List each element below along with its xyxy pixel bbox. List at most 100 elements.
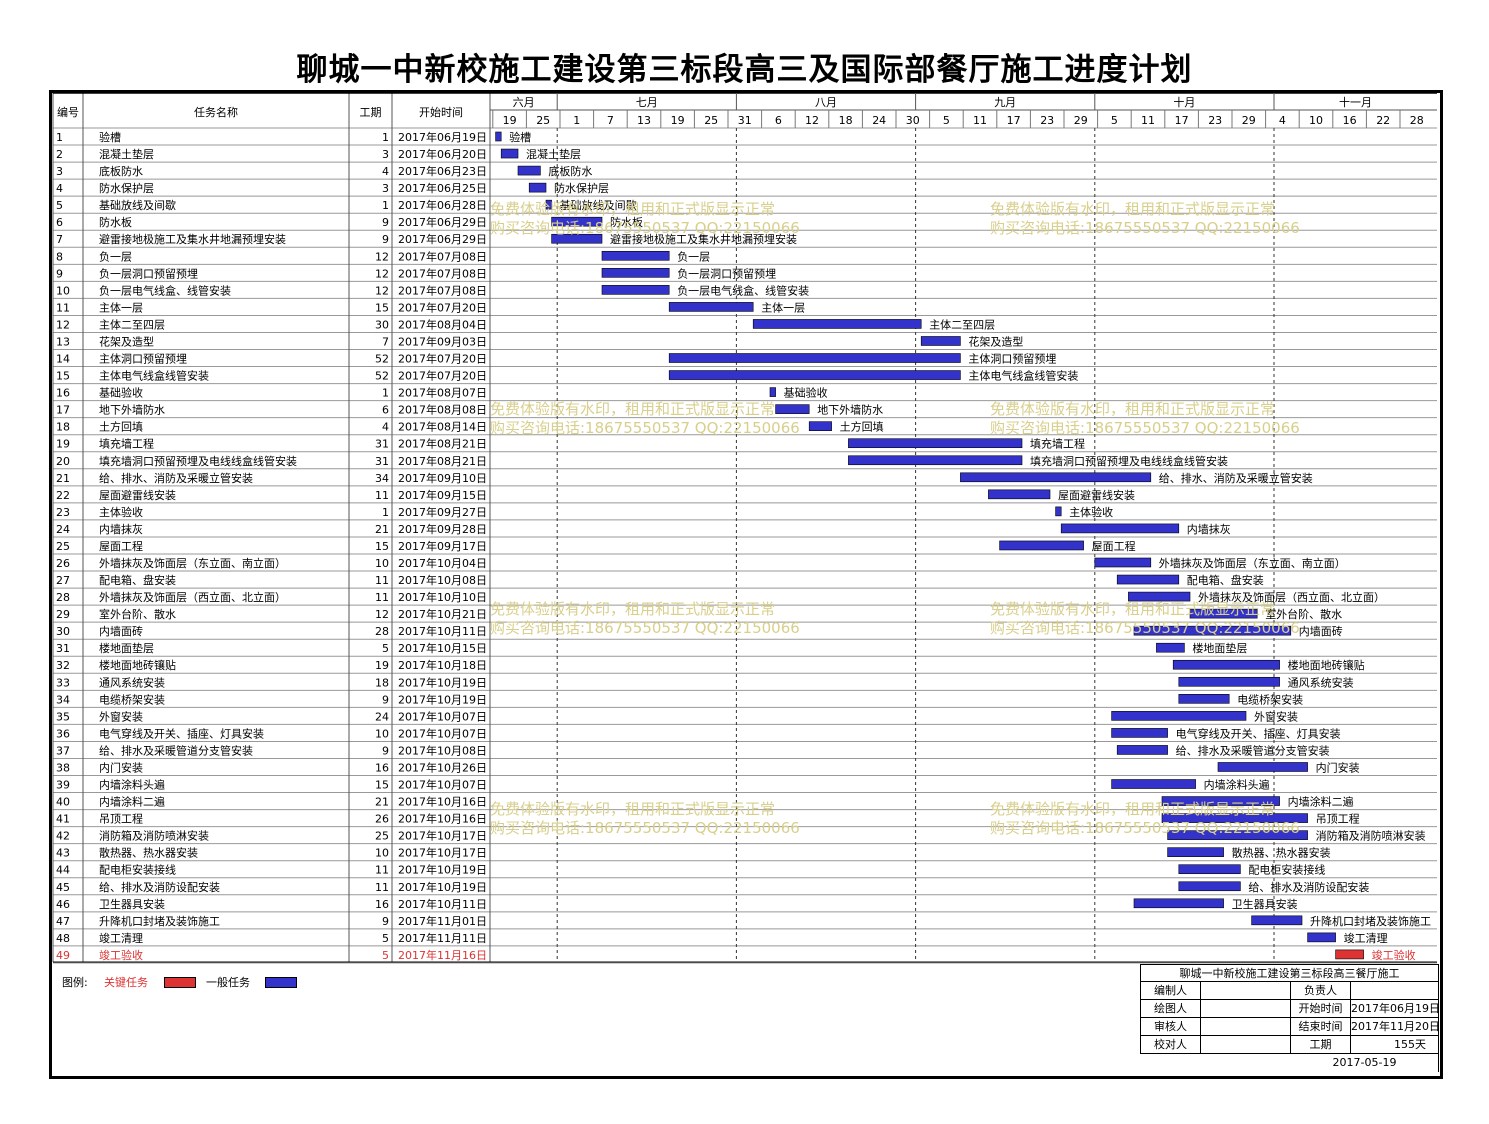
- task-name: 屋面避雷线安装: [99, 488, 176, 502]
- task-duration: 10: [375, 847, 389, 860]
- task-name: 主体电气线盒线管安装: [99, 369, 209, 383]
- task-bar-label: 主体一层: [761, 300, 805, 314]
- task-name: 给、排水、消防及采暖立管安装: [99, 471, 253, 485]
- day-tick-label: 7: [607, 114, 614, 127]
- task-id: 17: [56, 404, 70, 417]
- task-bar-label: 给、排水及采暖管道分支管安装: [1176, 743, 1330, 757]
- task-bar: [668, 302, 754, 312]
- task-duration: 3: [382, 182, 389, 195]
- task-bar-label: 配电箱、盘安装: [1187, 573, 1264, 587]
- task-bar: [1133, 625, 1292, 636]
- task-bar: [848, 455, 1023, 466]
- task-duration: 10: [375, 727, 389, 740]
- task-id: 41: [56, 813, 70, 826]
- info-start-value: 2017年06月19日: [1351, 1000, 1440, 1018]
- task-bar: [1111, 779, 1196, 789]
- task-bar: [1055, 506, 1062, 517]
- task-bar-label: 竣工验收: [1372, 948, 1416, 962]
- month-label: 七月: [636, 96, 658, 109]
- task-bar: [988, 489, 1051, 500]
- header-start: 开始时间: [419, 105, 463, 119]
- task-name: 内墙面砖: [99, 624, 143, 638]
- task-bar: [1094, 557, 1152, 568]
- task-duration: 6: [382, 404, 389, 417]
- task-start: 2017年10月19日: [398, 863, 487, 877]
- task-id: 27: [56, 574, 70, 587]
- task-start: 2017年07月20日: [398, 369, 487, 383]
- task-duration: 3: [382, 148, 389, 161]
- task-bar-label: 地下外墙防水: [817, 403, 883, 417]
- task-bar-label: 底板防水: [548, 164, 592, 178]
- task-bar: [1111, 711, 1247, 721]
- task-name: 主体洞口预留预埋: [99, 352, 187, 366]
- task-bar-label: 负一层: [677, 249, 710, 263]
- task-duration: 9: [382, 915, 389, 928]
- task-duration: 52: [375, 353, 389, 366]
- task-bar-label: 土方回填: [840, 420, 884, 434]
- task-start: 2017年10月16日: [398, 812, 487, 826]
- month-label: 八月: [815, 96, 837, 109]
- task-start: 2017年11月11日: [398, 931, 487, 945]
- info-start-label: 开始时间: [1291, 1000, 1351, 1018]
- task-start: 2017年08月21日: [398, 454, 487, 468]
- task-id: 30: [56, 625, 70, 638]
- task-id: 34: [56, 693, 70, 706]
- task-bar-label: 内门安装: [1316, 760, 1360, 774]
- day-tick-label: 29: [1074, 114, 1088, 127]
- task-id: 22: [56, 489, 70, 502]
- task-duration: 15: [375, 779, 389, 792]
- task-name: 混凝土垫层: [99, 147, 154, 161]
- watermark: 免费体验版有水印，租用和正式版显示正常购买咨询电话:18675550537 QQ…: [990, 200, 1300, 237]
- day-tick-label: 10: [1309, 114, 1323, 127]
- task-duration: 1: [382, 131, 389, 144]
- day-tick-label: 22: [1376, 114, 1390, 127]
- task-start: 2017年09月17日: [398, 539, 487, 553]
- day-tick-label: 23: [1040, 114, 1054, 127]
- day-tick-label: 19: [503, 114, 517, 127]
- task-bar-label: 主体二至四层: [929, 317, 995, 331]
- task-name: 验槽: [99, 130, 121, 144]
- task-name: 楼地面地砖镶贴: [99, 658, 176, 672]
- task-bar-label: 电气穿线及开关、插座、灯具安装: [1176, 726, 1341, 740]
- task-duration: 30: [375, 318, 389, 331]
- task-start: 2017年06月25日: [398, 181, 487, 195]
- task-bar: [528, 182, 547, 193]
- task-start: 2017年06月29日: [398, 215, 487, 229]
- chart-frame: [49, 90, 1443, 1079]
- task-bar-label: 负一层电气线盒、线管安装: [677, 283, 809, 297]
- task-id: 42: [56, 830, 70, 843]
- task-start: 2017年07月20日: [398, 300, 487, 314]
- day-tick-label: 25: [536, 114, 550, 127]
- task-bar: [1156, 642, 1185, 653]
- task-duration: 34: [375, 472, 389, 485]
- info-compiler-value: [1201, 982, 1291, 1000]
- info-duration-value: 155天: [1351, 1036, 1439, 1054]
- task-duration: 1: [382, 387, 389, 400]
- task-id: 37: [56, 744, 70, 757]
- task-bar-label: 防水板: [610, 215, 643, 229]
- day-tick-label: 17: [1175, 114, 1189, 127]
- task-bar: [1307, 932, 1336, 943]
- task-id: 7: [56, 233, 63, 246]
- task-name: 卫生器具安装: [99, 897, 165, 911]
- task-start: 2017年06月29日: [398, 232, 487, 246]
- task-id: 8: [56, 250, 63, 263]
- info-end-value: 2017年11月20日: [1351, 1018, 1440, 1036]
- task-duration: 25: [375, 830, 389, 843]
- task-id: 24: [56, 523, 70, 536]
- task-name: 主体一层: [99, 300, 143, 314]
- task-start: 2017年10月07日: [398, 709, 487, 723]
- day-tick-label: 12: [805, 114, 819, 127]
- day-tick-label: 11: [1141, 114, 1155, 127]
- task-name: 填充墙工程: [99, 437, 154, 451]
- task-id: 15: [56, 370, 70, 383]
- project-info-table: 聊城一中新校施工建设第三标段高三餐厅施工 编制人 负责人 绘图人 开始时间 20…: [1140, 964, 1440, 1072]
- task-duration: 4: [382, 421, 389, 434]
- watermark: 免费体验版有水印，租用和正式版显示正常购买咨询电话:18675550537 QQ…: [490, 800, 800, 837]
- task-start: 2017年10月10日: [398, 590, 487, 604]
- task-bar: [517, 165, 541, 176]
- task-bar: [495, 131, 502, 142]
- task-bar: [960, 472, 1152, 483]
- task-bar-label: 屋面工程: [1092, 540, 1136, 553]
- task-duration: 9: [382, 216, 389, 229]
